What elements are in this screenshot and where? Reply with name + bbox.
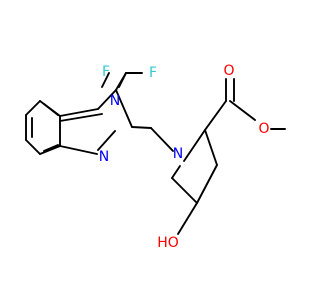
fluorine-label-left: F	[102, 64, 110, 80]
oxygen-label-ester: O	[258, 121, 269, 137]
fluorine-label-right: F	[149, 65, 157, 81]
nitrogen-label-bottom: N	[99, 149, 109, 165]
molecule-canvas: F F N N N O O HO	[25, 63, 286, 251]
atom-labels: F F N N N O O HO	[99, 63, 270, 251]
bond	[196, 164, 218, 204]
bond	[229, 100, 256, 121]
bond	[43, 144, 59, 152]
hydroxyl-label: HO	[157, 235, 179, 251]
bond	[43, 103, 59, 116]
bond	[115, 72, 127, 91]
bond	[171, 165, 181, 179]
bond	[177, 202, 198, 235]
bond	[171, 177, 198, 204]
bond	[115, 89, 133, 128]
bond	[59, 113, 103, 122]
bond	[59, 145, 98, 155]
bond	[101, 72, 110, 88]
bond	[25, 139, 41, 155]
nitrogen-label-ring: N	[173, 146, 183, 162]
molecule-structure: F F N N N O O HO	[25, 63, 286, 251]
bond	[150, 127, 174, 152]
oxygen-label-carbonyl: O	[223, 63, 234, 79]
bond	[59, 108, 99, 117]
bond	[204, 100, 227, 131]
bond	[97, 130, 116, 151]
bond	[131, 126, 152, 129]
nitrogen-label-top: N	[110, 93, 120, 109]
bond	[39, 145, 61, 155]
bond	[97, 89, 117, 110]
bond	[25, 100, 41, 116]
bond	[183, 129, 206, 162]
bond-group	[25, 72, 286, 235]
bond	[204, 129, 218, 166]
